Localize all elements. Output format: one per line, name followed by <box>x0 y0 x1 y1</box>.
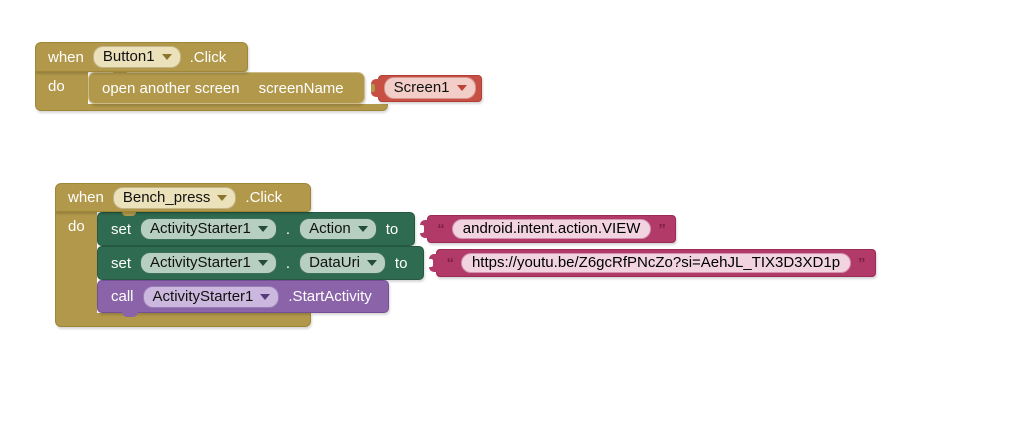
string-input-action[interactable]: android.intent.action.VIEW <box>451 219 652 239</box>
component-dropdown[interactable]: ActivityStarter1 <box>140 218 277 240</box>
do-label: do <box>68 218 85 235</box>
open-another-screen-block[interactable]: open another screen screenName <box>88 72 365 104</box>
dropdown-value: Bench_press <box>122 188 211 206</box>
open-quote: “ <box>437 220 445 238</box>
do-label: do <box>48 78 65 95</box>
chevron-down-icon <box>161 54 172 60</box>
dot-label: . <box>285 254 291 272</box>
set-label: set <box>111 220 132 238</box>
dropdown-value: Action <box>309 220 351 237</box>
chevron-down-icon <box>260 293 271 300</box>
when-button1-click-block[interactable]: when Button1 .Click do open another scre… <box>35 42 482 111</box>
when-benchpress-click-block[interactable]: when Bench_press .Click do set ActivityS… <box>55 183 876 327</box>
do-spine: do <box>35 72 88 104</box>
do-spine: do <box>55 212 97 313</box>
dropdown-value: Screen1 <box>393 79 450 96</box>
chevron-down-icon <box>456 85 467 91</box>
string-block-action[interactable]: “ android.intent.action.VIEW ” <box>427 215 676 243</box>
dropdown-value: ActivityStarter1 <box>150 220 251 237</box>
close-quote: ” <box>858 254 866 272</box>
component-dropdown-benchpress[interactable]: Bench_press <box>112 186 237 209</box>
chevron-down-icon <box>366 260 377 266</box>
when-label: when <box>48 48 84 66</box>
to-label: to <box>385 220 399 238</box>
event-footer <box>55 313 311 327</box>
event-header[interactable]: when Button1 .Click <box>35 42 248 72</box>
chevron-down-icon <box>217 194 228 201</box>
dropdown-value: ActivityStarter1 <box>150 254 251 271</box>
chevron-down-icon <box>257 260 268 266</box>
string-input-url[interactable]: https://youtu.be/Z6gcRfPNcZo?si=AehJL_TI… <box>460 253 852 273</box>
dropdown-value: Button1 <box>102 48 155 65</box>
chevron-down-icon <box>357 226 368 232</box>
dropdown-value: DataUri <box>309 254 360 271</box>
call-startactivity-block[interactable]: call ActivityStarter1 .StartActivity <box>97 280 389 317</box>
call-label: call <box>111 288 134 305</box>
component-dropdown[interactable]: ActivityStarter1 <box>140 252 277 274</box>
close-quote: ” <box>658 220 666 238</box>
component-dropdown-button1[interactable]: Button1 <box>92 46 181 68</box>
open-quote: “ <box>446 254 454 272</box>
screen-dropdown[interactable]: Screen1 <box>383 77 476 99</box>
event-label: .Click <box>245 189 283 206</box>
open-screen-label: open another screen <box>102 79 240 97</box>
chevron-down-icon <box>257 226 268 232</box>
dot-label: . <box>285 220 291 238</box>
set-label: set <box>111 254 132 272</box>
when-label: when <box>68 189 104 206</box>
string-block-datauri[interactable]: “ https://youtu.be/Z6gcRfPNcZo?si=AehJL_… <box>436 249 876 277</box>
screenname-param-label: screenName <box>258 79 344 97</box>
dropdown-value: ActivityStarter1 <box>152 287 254 305</box>
component-dropdown[interactable]: ActivityStarter1 <box>142 285 280 308</box>
to-label: to <box>394 254 408 272</box>
screen1-value-block[interactable]: Screen1 <box>377 74 482 102</box>
event-header[interactable]: when Bench_press .Click <box>55 183 311 212</box>
method-label: .StartActivity <box>288 288 372 305</box>
property-dropdown-action[interactable]: Action <box>299 218 377 240</box>
property-dropdown-datauri[interactable]: DataUri <box>299 252 386 274</box>
set-action-block[interactable]: set ActivityStarter1 . Action to <box>97 212 416 246</box>
event-label: .Click <box>189 48 227 66</box>
event-footer <box>35 104 388 111</box>
set-datauri-block[interactable]: set ActivityStarter1 . DataUri to <box>97 246 425 280</box>
